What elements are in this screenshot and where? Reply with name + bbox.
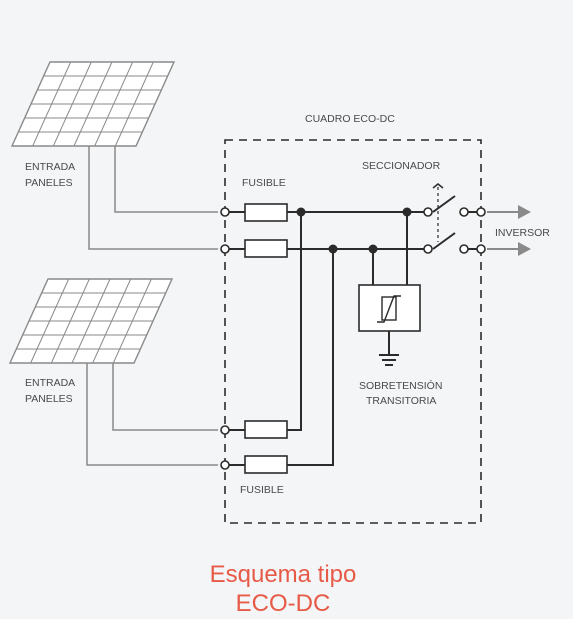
eco-dc-enclosure [224,139,482,524]
fuse-bottom-label: FUSIBLE [240,484,284,496]
panel-bottom-label-line1: ENTRADA [25,377,75,389]
panel-top-label-line2: PANELES [25,177,73,189]
output-label: INVERSOR [495,227,550,239]
fuse-bottom-positive [244,420,288,439]
switch-label: SECCIONADOR [362,160,441,172]
caption-line2: ECO-DC [236,590,331,617]
panel-bottom-label-line2: PANELES [25,393,73,405]
fuse-top-label: FUSIBLE [242,177,286,189]
panel-top-label-line1: ENTRADA [25,161,75,173]
surge-label-line2: TRANSITORIA [366,395,436,407]
box-title: CUADRO ECO-DC [305,113,395,125]
surge-label-line1: SOBRETENSIÓN [359,379,442,392]
fuses [244,203,288,474]
fuse-top-negative [244,239,288,258]
surge-protector [358,284,421,332]
fuse-bottom-negative [244,455,288,474]
panel-wires [86,146,218,466]
caption-line1: Esquema tipo [210,561,357,588]
solar-panel-top-icon [10,61,176,147]
solar-panel-bottom-icon [8,278,174,364]
fuse-top-positive [244,203,288,222]
terminals [220,207,486,470]
inverter-output-arrows [487,205,531,256]
disconnect-switch [432,183,456,250]
junction-dots [296,207,412,254]
